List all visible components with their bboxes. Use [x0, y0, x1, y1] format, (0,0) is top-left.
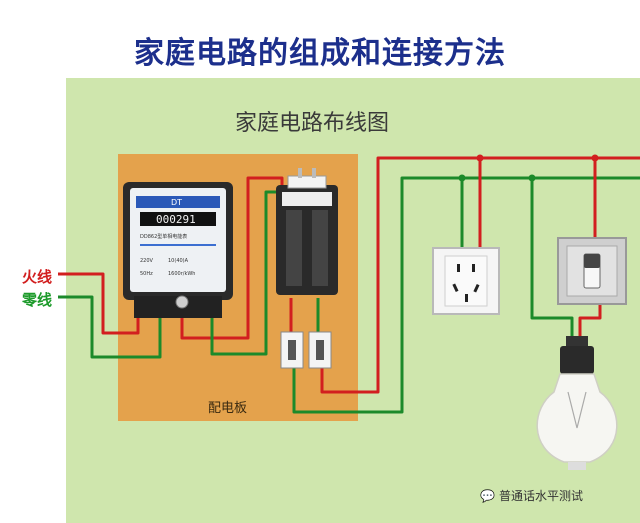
- meter-reading: 000291: [156, 213, 196, 226]
- distribution-board-label: 配电板: [208, 401, 248, 416]
- meter-brand: DT: [171, 198, 182, 207]
- meter-spec-1: 220V: [140, 258, 154, 264]
- light-bulb-icon: [536, 336, 618, 470]
- live-wire-incoming: [58, 272, 140, 335]
- meter-model-text: DD862型单相电能表: [140, 233, 187, 240]
- neutral-wire-label: 零线: [22, 291, 53, 309]
- power-meter-icon: [123, 182, 233, 318]
- neutral-wire-incoming: [58, 295, 162, 359]
- meter-spec-3: 50Hz: [140, 271, 153, 277]
- live-wire-meter-out: [180, 176, 284, 340]
- fuse-icon: [280, 331, 332, 369]
- wechat-icon: 💬: [480, 489, 495, 503]
- wall-switch-icon: [557, 237, 627, 305]
- live-wire-main: [320, 156, 640, 394]
- meter-spec-2: 10(40)A: [168, 258, 189, 264]
- knife-switch-icon: [276, 168, 338, 295]
- diagram-title: 家庭电路布线图: [235, 111, 390, 136]
- meter-spec-4: 1600r/kWh: [168, 271, 195, 277]
- watermark: 💬普通话水平测试: [480, 487, 583, 504]
- live-wire-label: 火线: [22, 268, 53, 286]
- page-title: 家庭电路的组成和连接方法: [134, 36, 506, 71]
- watermark-text: 普通话水平测试: [498, 489, 583, 503]
- socket-icon: [432, 247, 500, 315]
